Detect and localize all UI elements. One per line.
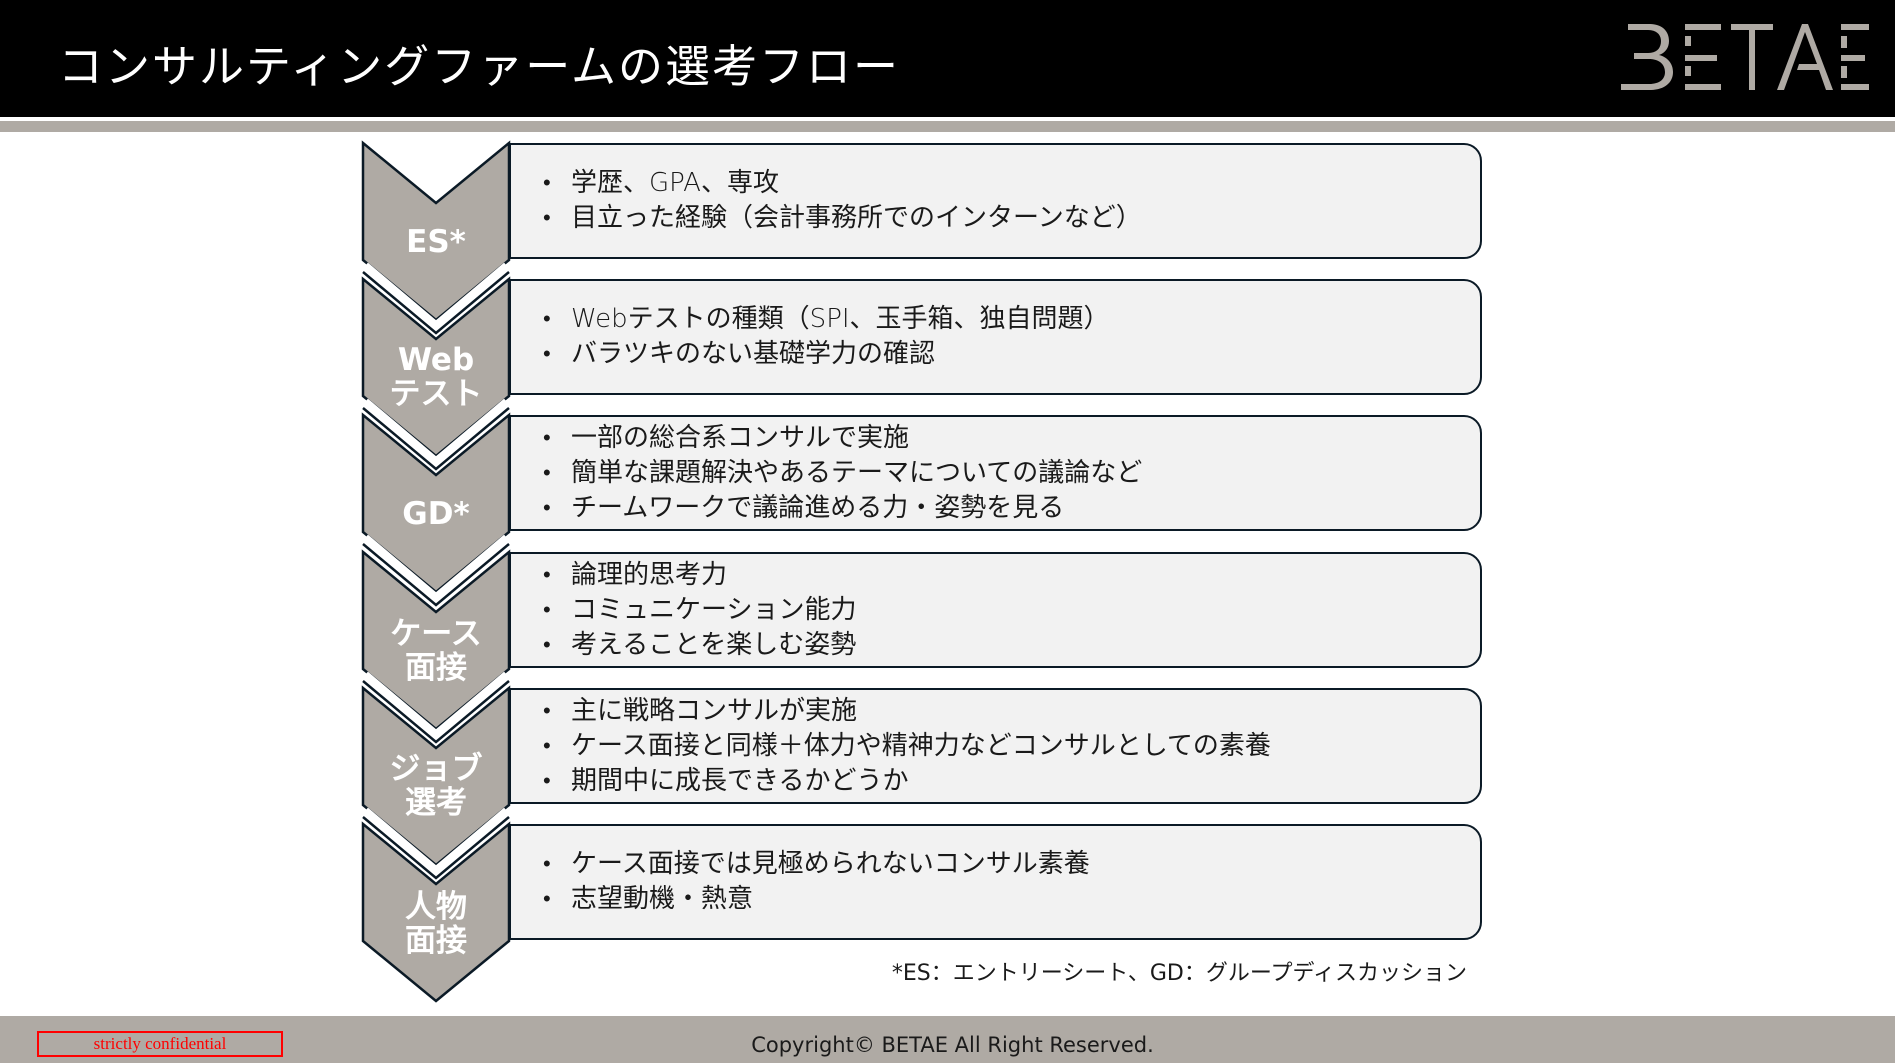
bullet-icon: • bbox=[543, 206, 551, 231]
list-item: •目立った経験（会計事務所でのインターンなど） bbox=[541, 201, 1480, 236]
list-item: •志望動機・熱意 bbox=[541, 882, 1480, 917]
list-item: •バラツキのない基礎学力の確認 bbox=[541, 337, 1480, 372]
bullet-icon: • bbox=[543, 342, 551, 367]
bullet-icon: • bbox=[543, 562, 551, 588]
bullet-icon: • bbox=[543, 460, 551, 486]
bullet-icon: • bbox=[543, 597, 551, 623]
bullet-icon: • bbox=[543, 425, 551, 451]
slide-title: コンサルティングファームの選考フロー bbox=[58, 40, 900, 93]
slide-header: コンサルティングファームの選考フロー bbox=[0, 0, 1895, 117]
stage-box-web-test: •Webテストの種類（SPI、玉手箱、独自問題） •バラツキのない基礎学力の確認 bbox=[509, 279, 1482, 395]
list-item: •ケース面接では見極められないコンサル素養 bbox=[541, 847, 1480, 882]
bullet-icon: • bbox=[543, 632, 551, 658]
bullet-icon: • bbox=[543, 852, 551, 877]
bullet-icon: • bbox=[543, 307, 551, 332]
list-item: •学歴、GPA、専攻 bbox=[541, 166, 1480, 201]
list-item: •Webテストの種類（SPI、玉手箱、独自問題） bbox=[541, 302, 1480, 337]
stage-box-es: •学歴、GPA、専攻 •目立った経験（会計事務所でのインターンなど） bbox=[509, 143, 1482, 259]
confidential-badge: strictly confidential bbox=[37, 1031, 283, 1057]
stage-box-case-interview: •論理的思考力 •コミュニケーション能力 •考えることを楽しむ姿勢 bbox=[509, 552, 1482, 668]
stage-label-es: ES* bbox=[406, 224, 466, 260]
stage-box-gd: •一部の総合系コンサルで実施 •簡単な課題解決やあるテーマについての議論など •… bbox=[509, 415, 1482, 531]
stage-label-job-selection: ジョブ 選考 bbox=[389, 751, 483, 821]
bullet-icon: • bbox=[543, 887, 551, 912]
list-item: •簡単な課題解決やあるテーマについての議論など bbox=[541, 456, 1480, 491]
bullet-icon: • bbox=[543, 171, 551, 196]
header-divider bbox=[0, 121, 1895, 132]
bullet-icon: • bbox=[543, 733, 551, 759]
bullet-icon: • bbox=[543, 768, 551, 794]
list-item: •チームワークで議論進める力・姿勢を見る bbox=[541, 491, 1480, 526]
list-item: •考えることを楽しむ姿勢 bbox=[541, 628, 1480, 663]
list-item: •コミュニケーション能力 bbox=[541, 593, 1480, 628]
copyright-text: Copyright© BETAE All Right Reserved. bbox=[751, 1033, 1154, 1057]
footnote: *ES：エントリーシート、GD：グループディスカッション bbox=[891, 961, 1467, 986]
stage-label-personal-interview: 人物 面接 bbox=[405, 889, 467, 959]
slide-footer bbox=[0, 1016, 1895, 1063]
list-item: •主に戦略コンサルが実施 bbox=[541, 694, 1480, 729]
list-item: •期間中に成長できるかどうか bbox=[541, 764, 1480, 799]
bullet-icon: • bbox=[543, 495, 551, 521]
stage-box-personal-interview: •ケース面接では見極められないコンサル素養 •志望動機・熱意 bbox=[509, 824, 1482, 940]
stage-label-case-interview: ケース 面接 bbox=[390, 616, 482, 686]
list-item: •ケース面接と同様＋体力や精神力などコンサルとしての素養 bbox=[541, 729, 1480, 764]
stage-label-gd: GD* bbox=[402, 496, 470, 532]
stage-label-web-test: Web テスト bbox=[389, 342, 483, 412]
bullet-icon: • bbox=[543, 698, 551, 724]
betae-logo bbox=[1621, 24, 1869, 90]
list-item: •論理的思考力 bbox=[541, 558, 1480, 593]
stage-box-job-selection: •主に戦略コンサルが実施 •ケース面接と同様＋体力や精神力などコンサルとしての素… bbox=[509, 688, 1482, 804]
list-item: •一部の総合系コンサルで実施 bbox=[541, 421, 1480, 456]
